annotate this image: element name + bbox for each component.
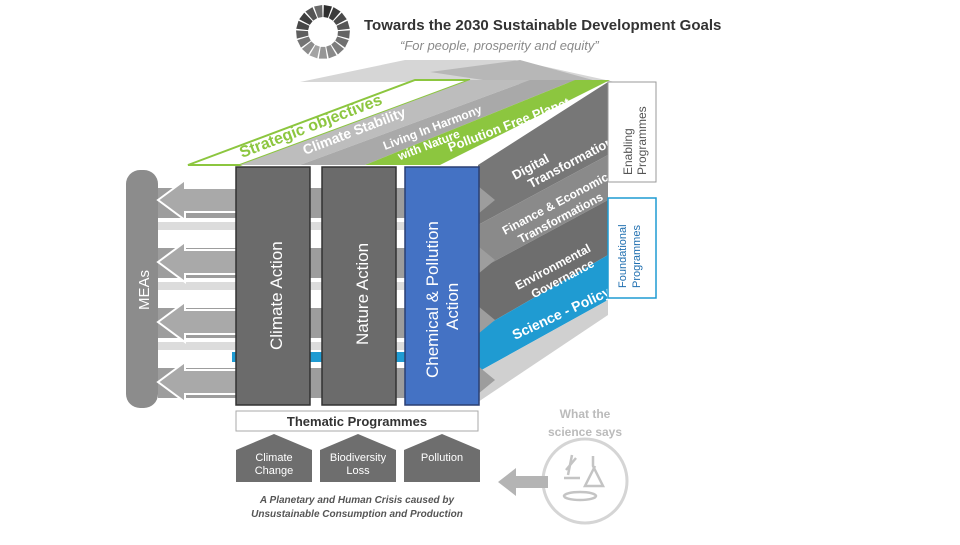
crisis-label-pollution: Pollution [421,452,463,464]
sdg-wheel-logo [296,5,350,59]
enabling-programmes-label: EnablingProgrammes [621,106,649,175]
band-finance [478,155,608,270]
page-title: Towards the 2030 Sustainable Development… [364,17,721,34]
sdg-wheel-segment [305,7,318,21]
page-subtitle: “For people, prosperity and equity” [400,38,599,53]
enabling-box [607,81,657,183]
thematic-programmes-label: Thematic Programmes [287,414,427,429]
roof-dark-band [430,60,600,84]
meas-label: MEAs [136,270,153,310]
bottom-caption-line-1: A Planetary and Human Crisis caused by [259,495,455,506]
sdg-wheel-segment [328,7,341,21]
band-environmental-governance [478,200,608,330]
column-nature-action [321,166,397,406]
action-label-nature: Nature Action [353,243,372,345]
sdg-wheel-segment [336,20,350,31]
column-chemical-action [404,166,480,406]
band-science-lower [478,300,608,402]
crisis-pollution: Pollution [404,434,480,482]
sdg-wheel-segment [335,36,349,48]
band-digital [478,82,608,225]
sdg-wheel-segment [326,44,337,59]
action-label-climate: Climate Action [267,241,286,350]
meas-bar [126,170,158,408]
sdg-wheel-segment [296,30,309,39]
sdg-wheel-segment [296,20,310,31]
sdg-wheel-segment [331,41,345,55]
sdg-wheel-segment [314,5,323,18]
strategic-nature-strip [300,80,575,165]
action-label-chemical: Chemical & PollutionAction [423,221,462,378]
science-label-line-2: science says [548,425,622,439]
right-arrow-tips [478,186,495,394]
foundational-box [607,197,657,299]
sdg-wheel-segment [318,46,328,59]
sdg-wheel-segment [323,5,332,18]
column-climate-action [235,166,311,406]
strategic-pollution-strip [365,80,610,165]
thematic-programmes-box [235,410,479,432]
science-arrow-icon [498,468,548,496]
bottom-caption-line-2: Unsustainable Consumption and Production [251,509,463,520]
sdg-wheel-segment [299,12,313,25]
sdg-wheel-segment [337,30,350,39]
sdg-wheel-segment [301,41,315,55]
science-circle [541,437,629,525]
lab-flask-microscope-icon [562,454,606,502]
science-label-line-1: What the [560,407,611,421]
strategic-climate-strip [240,80,530,165]
band-science-policy [478,255,608,372]
sdg-wheel-segment [309,44,320,59]
sdg-wheel-segment [333,12,347,25]
sdg-wheel-segment [297,36,311,48]
